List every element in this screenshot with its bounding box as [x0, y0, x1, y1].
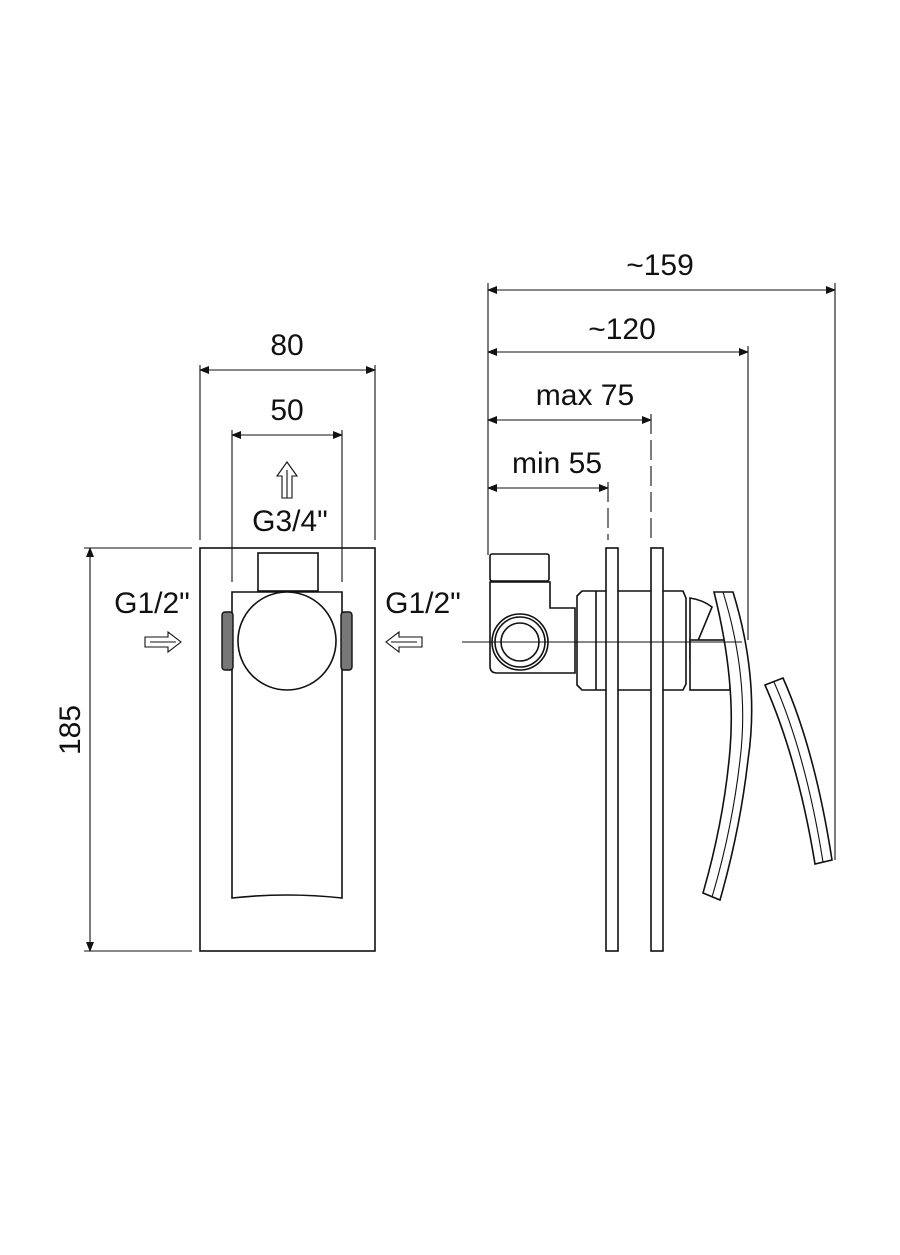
lever-body — [231, 591, 343, 899]
side-nipple — [489, 553, 550, 582]
inlet-right-arrow-icon — [385, 630, 423, 654]
front-view: 80 50 G3/4" 185 G1/2" G1/2" — [54, 329, 461, 952]
cover-plate — [199, 547, 376, 952]
outlet-thread-label: G3/4" — [252, 505, 328, 538]
outlet-nipple — [257, 552, 319, 592]
wall-plate-min — [605, 547, 619, 952]
right-pad — [340, 611, 353, 671]
dimension-label-80: 80 — [270, 329, 303, 362]
side-view: ~159 ~120 max 75 min 55 — [462, 249, 836, 952]
wall-plate-max — [650, 547, 664, 952]
outlet-arrow-icon — [275, 461, 299, 499]
lever-handle-alt-position — [763, 676, 833, 865]
left-pad — [221, 611, 234, 671]
inlet-left-arrow-icon — [144, 630, 182, 654]
dimension-label-159: ~159 — [626, 249, 694, 282]
inlet-right-label: G1/2" — [385, 587, 461, 620]
inlet-left-label: G1/2" — [114, 587, 190, 620]
lever-handle — [702, 591, 753, 902]
dimension-label-50: 50 — [270, 394, 303, 427]
dimension-label-max75: max 75 — [536, 379, 634, 412]
dimension-label-min55: min 55 — [512, 447, 602, 480]
dimension-label-185: 185 — [54, 705, 87, 755]
cartridge-knob — [237, 591, 337, 691]
dimension-label-120: ~120 — [588, 313, 656, 346]
cartridge-sleeve — [576, 590, 687, 691]
